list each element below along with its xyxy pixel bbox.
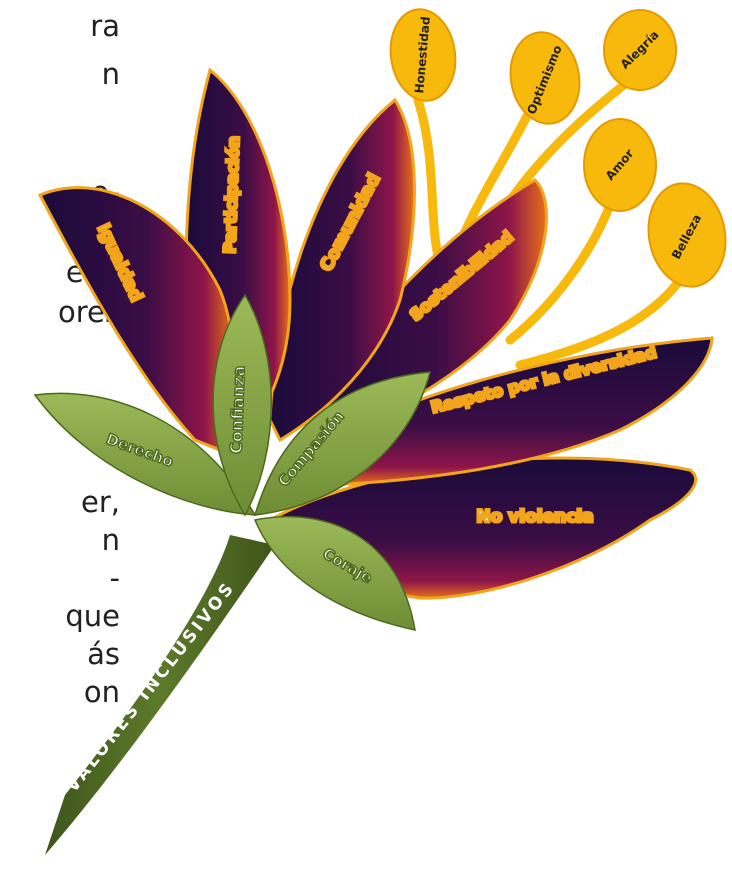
text-fragment: n	[101, 523, 120, 557]
bud-honestidad: Honestidad	[389, 8, 457, 102]
stem: VALORES INCLUSIVOS	[45, 535, 275, 855]
buds: Honestidad Optimismo Alegría Amor Bellez…	[389, 8, 727, 288]
text-fragment: que	[65, 599, 120, 633]
bud-label-honestidad: Honestidad	[412, 16, 433, 94]
text-fragment: ás	[87, 637, 120, 671]
bud-amor: Amor	[583, 118, 657, 212]
bud-optimismo: Optimismo	[509, 31, 581, 125]
leaf-derecho: Derecho	[33, 392, 257, 516]
leaf-confianza: Confianza	[212, 293, 272, 517]
text-fragment: -	[109, 561, 120, 595]
bud-stem-belleza	[515, 275, 685, 370]
text-fragment: on	[83, 675, 120, 709]
leaves: Derecho Coraje Confianza Compasión	[33, 293, 431, 631]
text-fragment: er,	[81, 485, 120, 519]
bud-alegria: Alegría	[603, 9, 677, 91]
stem-label: VALORES INCLUSIVOS	[63, 578, 240, 797]
leaf-label-confianza: Confianza	[226, 365, 248, 454]
bud-belleza: Belleza	[647, 182, 727, 288]
petal-label-no-violencia: No violencia	[476, 507, 593, 527]
petal-igualdad: Igualdad	[37, 186, 235, 453]
text-fragment: n	[101, 57, 120, 91]
petal-comunidad: Comunidad	[268, 97, 416, 443]
leaf-coraje: Coraje	[253, 515, 416, 631]
text-fragment: ra	[90, 9, 120, 43]
